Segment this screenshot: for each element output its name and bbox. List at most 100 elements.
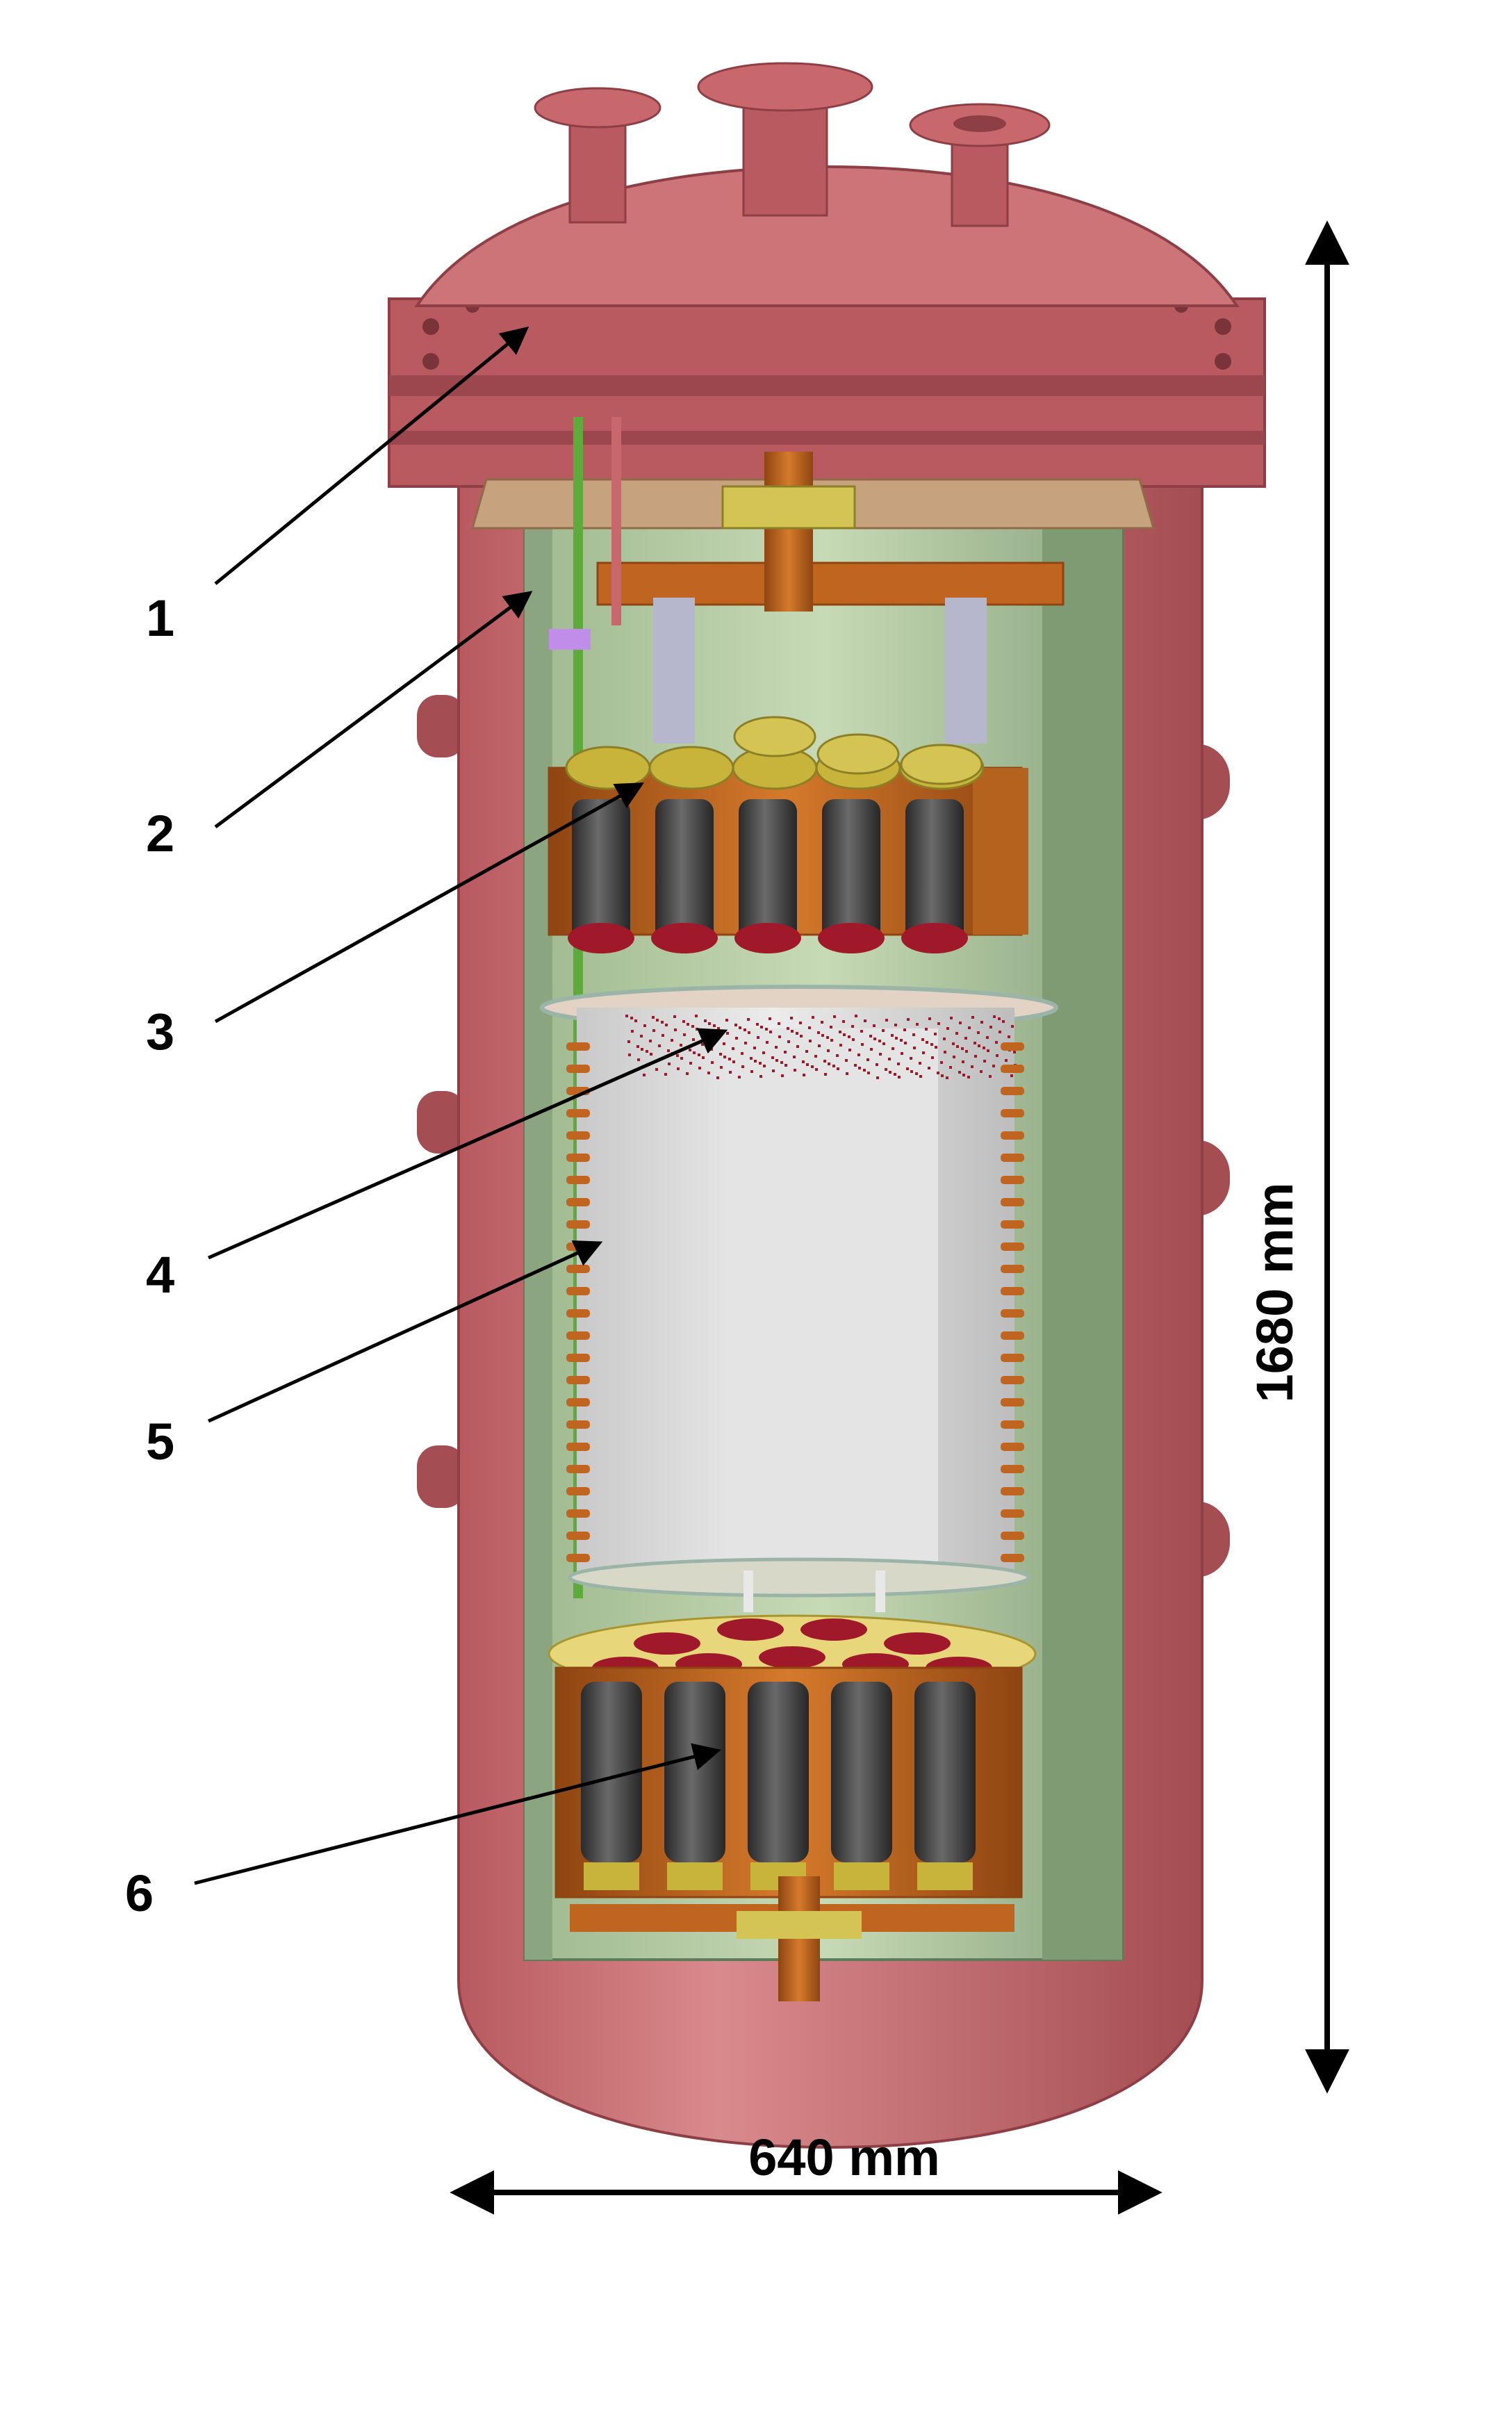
pmt-base <box>584 1862 639 1890</box>
mesh-dot <box>1008 1035 1010 1038</box>
mesh-dot <box>891 1034 894 1037</box>
mesh-dot <box>643 1024 646 1027</box>
mesh-dot <box>800 1035 803 1038</box>
field-ring-left <box>566 1376 590 1384</box>
field-ring-right <box>1001 1509 1024 1518</box>
mesh-dot <box>854 1064 857 1067</box>
top-pmt <box>815 746 901 953</box>
mesh-dot <box>726 1032 729 1035</box>
mesh-dot <box>953 1056 955 1058</box>
top-pmts <box>565 716 985 953</box>
mesh-dot <box>794 1069 796 1072</box>
field-ring-left <box>566 1309 590 1318</box>
mesh-dot <box>634 1019 637 1022</box>
mesh-dot <box>628 1053 631 1056</box>
mesh-dot <box>930 1043 933 1046</box>
mesh-dot <box>763 1065 766 1067</box>
mesh-dot <box>993 1015 996 1018</box>
mesh-dot <box>1002 1020 1005 1023</box>
mesh-dot <box>683 1033 686 1036</box>
mesh-dot <box>778 1022 780 1025</box>
mesh-dot <box>958 1071 961 1074</box>
pmt-base <box>667 1862 723 1890</box>
mesh-dot <box>928 1067 930 1069</box>
field-ring-right <box>1001 1354 1024 1362</box>
mesh-dot <box>738 1076 741 1079</box>
field-ring-right <box>1001 1376 1024 1384</box>
mesh-dot <box>661 1021 664 1024</box>
feedthrough-base <box>721 485 856 530</box>
mesh-dot <box>708 1022 711 1025</box>
mesh-dot <box>901 1052 903 1055</box>
mesh-dot <box>830 1026 832 1028</box>
field-ring-right <box>1001 1487 1024 1495</box>
mesh-dot <box>895 1037 898 1040</box>
mesh-dot <box>762 1051 765 1054</box>
mesh-dot <box>833 1015 836 1018</box>
mesh-dot <box>919 1075 922 1078</box>
support-column <box>945 598 987 744</box>
mesh-dot <box>787 1040 790 1043</box>
mesh-dot <box>968 1026 971 1029</box>
callout-arrow-1 <box>214 326 529 585</box>
mesh-dot <box>866 1058 869 1061</box>
pmt-body <box>748 1682 809 1862</box>
field-ring-right <box>1001 1532 1024 1540</box>
mesh-dot <box>995 1041 998 1044</box>
mesh-dot <box>707 1072 710 1074</box>
mesh-dot <box>821 1034 824 1037</box>
mesh-dot <box>771 1056 774 1059</box>
mesh-dot <box>671 1039 673 1042</box>
mesh-dot <box>935 1046 937 1049</box>
bottom-pmt <box>664 1682 725 1890</box>
field-ring-right <box>1001 1198 1024 1206</box>
mesh-dot <box>814 1055 817 1058</box>
mesh-dot <box>967 1076 970 1079</box>
stiffening-ring <box>417 695 466 757</box>
mesh-dot <box>848 1035 850 1038</box>
mesh-dot <box>873 1024 876 1027</box>
mesh-dot <box>931 1056 934 1059</box>
mesh-dot <box>926 1041 928 1044</box>
mesh-dot <box>907 1018 910 1021</box>
pmt-body <box>581 1682 642 1862</box>
mesh-dot <box>864 1019 866 1022</box>
mesh-dot <box>861 1043 864 1046</box>
mesh-dot <box>906 1067 909 1070</box>
mesh-dot <box>1011 1025 1014 1028</box>
mesh-dot <box>769 1031 772 1033</box>
mesh-dot <box>910 1057 912 1060</box>
mesh-dot <box>925 1028 928 1031</box>
mesh-dot <box>843 1033 846 1036</box>
mesh-dot <box>913 1047 916 1049</box>
port-flange <box>697 62 873 112</box>
mesh-dot <box>760 1026 763 1028</box>
pmt-base-back-row <box>900 744 983 785</box>
pmt-window <box>568 923 634 953</box>
mesh-dot <box>888 1058 891 1060</box>
pmt-body <box>664 1682 725 1862</box>
callout-arrow-4 <box>207 1028 728 1260</box>
inner-vessel-right-wall <box>1042 514 1122 1960</box>
mesh-dot <box>996 1054 999 1057</box>
mesh-dot <box>876 1076 879 1079</box>
field-ring-left <box>566 1331 590 1340</box>
mesh-dot <box>885 1068 887 1071</box>
mesh-dot <box>934 1033 937 1035</box>
feedthrough-post <box>764 452 813 612</box>
mesh-dot <box>756 1023 759 1026</box>
callout-labels: 1 2 3 4 5 6 <box>125 589 174 1922</box>
mesh-dot <box>784 1051 787 1053</box>
field-ring-right <box>1001 1176 1024 1184</box>
field-ring-left <box>566 1131 590 1140</box>
callout-arrow-2 <box>214 591 533 829</box>
pmt-body <box>739 799 797 945</box>
pmt-window <box>818 923 885 953</box>
mesh-dot <box>673 1015 676 1018</box>
mesh-dot <box>775 1046 778 1049</box>
mesh-dot <box>885 1019 888 1022</box>
mesh-dot <box>682 1020 685 1023</box>
bottom-feedthrough-flange <box>737 1911 862 1939</box>
field-ring-right <box>1001 1554 1024 1562</box>
bottom-pmt-window <box>800 1618 867 1641</box>
